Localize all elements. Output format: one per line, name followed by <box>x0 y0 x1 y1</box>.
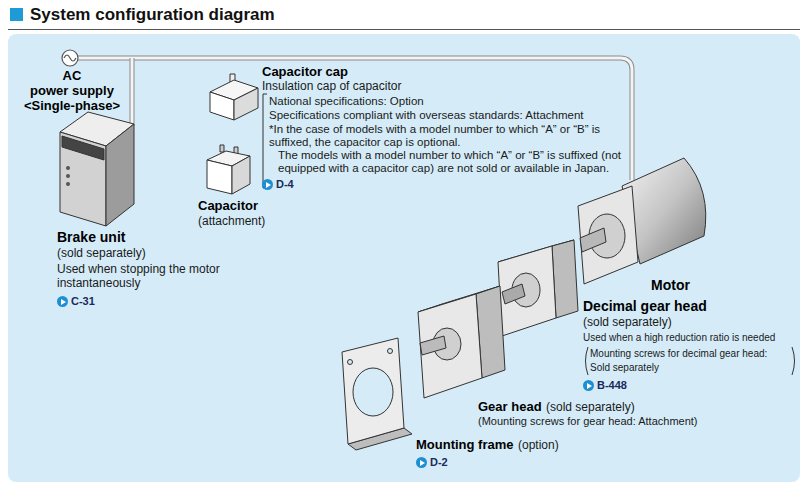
brake-unit-drawing <box>66 166 70 170</box>
spec-note: Specifications compliant with overseas s… <box>269 109 584 122</box>
diagram-title: System configuration diagram <box>30 5 275 25</box>
part-name: Motor <box>651 277 690 294</box>
panel-ground <box>8 34 800 482</box>
power-wire <box>78 58 632 180</box>
ac-symbol <box>62 50 78 66</box>
part-name: <Single-phase> <box>10 98 134 114</box>
part-name: Capacitor cap <box>262 64 348 80</box>
capacitor-drawing <box>232 156 250 194</box>
part-description: (Mounting screws for gear head: Attachme… <box>478 415 698 428</box>
decimal-gear-head-drawing <box>502 284 525 304</box>
mounting-frame-drawing <box>342 338 404 444</box>
power-wire <box>130 58 135 126</box>
power-wire <box>78 58 632 180</box>
part-description: (attachment) <box>198 214 265 228</box>
mounting-frame-drawing <box>388 349 393 354</box>
part-name: power supply <box>10 83 134 99</box>
part-description: Insulation cap of capacitor <box>262 79 401 93</box>
gear-head-drawing <box>418 286 505 398</box>
capacitor-drawing <box>207 145 250 194</box>
brake-unit-drawing <box>62 136 104 160</box>
part-name: Capacitor <box>198 198 258 214</box>
brake-unit-drawing <box>60 112 134 226</box>
capacitor-drawing <box>220 145 224 152</box>
part-name: Gear head <box>478 399 542 415</box>
mounting-frame-drawing <box>348 360 353 365</box>
decimal-gear-head-drawing <box>498 240 578 336</box>
note-bracket <box>263 94 267 188</box>
brake-unit-drawing <box>60 132 106 226</box>
part-description: Used when stopping the motor instantaneo… <box>57 262 222 291</box>
gear-head-drawing <box>420 336 446 355</box>
brake-unit-drawing <box>106 124 134 226</box>
power-wire <box>131 58 134 126</box>
mounting-frame-drawing <box>353 368 393 416</box>
part-description: (sold separately) <box>57 246 146 260</box>
part-description: Mounting screws for decimal gear head: S… <box>590 347 790 375</box>
part-name: AC <box>10 68 134 84</box>
page-reference: D-2 <box>416 456 448 469</box>
capacitor-cap-drawing <box>234 88 258 120</box>
title-rule <box>8 29 800 30</box>
part-description: (option) <box>518 438 559 452</box>
capacitor-drawing <box>207 160 232 194</box>
decimal-gear-head-drawing <box>552 240 578 318</box>
mounting-frame-drawing <box>342 338 412 450</box>
ac-symbol <box>62 50 78 66</box>
part-name: Brake unit <box>57 229 125 246</box>
part-description: Used when a high reduction ratio is need… <box>583 331 775 345</box>
capacitor-cap-drawing <box>210 74 258 120</box>
page-reference: D-4 <box>262 178 294 191</box>
open-paren <box>586 347 589 375</box>
spec-note: National specifications: Option <box>269 95 424 108</box>
close-paren <box>792 347 795 375</box>
title-marker <box>10 8 23 21</box>
part-description: (sold separately) <box>583 315 672 329</box>
gear-head-drawing <box>418 294 482 398</box>
motor-drawing <box>580 228 606 252</box>
capacitor-cap-drawing <box>210 92 234 120</box>
part-name: Decimal gear head <box>583 298 707 315</box>
motor-drawing <box>578 186 638 284</box>
page-reference: B-448 <box>583 379 627 392</box>
part-description: (sold separately) <box>546 400 635 414</box>
brake-unit-drawing <box>66 182 70 186</box>
part-name: Mounting frame <box>416 437 514 453</box>
motor-drawing <box>578 158 706 284</box>
decimal-gear-head-drawing <box>498 246 556 336</box>
spec-note: The models with a model number to which … <box>278 149 624 175</box>
brake-unit-drawing <box>66 174 70 178</box>
page-reference: C-31 <box>57 295 95 308</box>
ac-symbol <box>64 55 76 61</box>
power-wire <box>78 58 632 180</box>
spec-note: *In the case of models with a model numb… <box>269 123 624 149</box>
